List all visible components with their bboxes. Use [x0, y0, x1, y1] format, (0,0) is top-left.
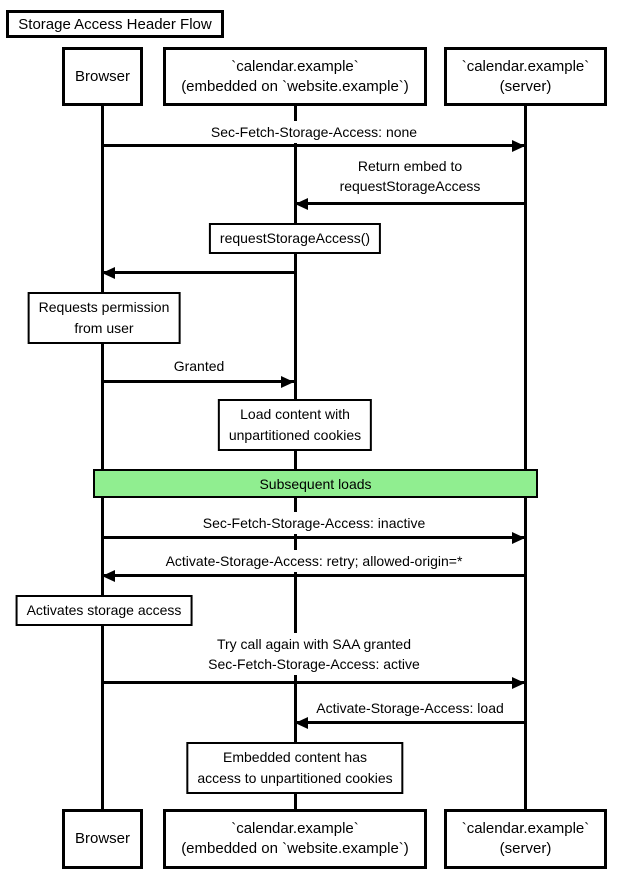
message-5-arrowhead-icon — [512, 531, 525, 544]
diagram-title-box: Storage Access Header Flow — [6, 10, 224, 38]
message-1-label: Sec-Fetch-Storage-Access: none — [206, 121, 422, 143]
lifeline-browser — [101, 106, 104, 809]
participant-browser-bottom: Browser — [62, 809, 143, 869]
participant-browser-label: Browser — [74, 67, 130, 85]
lifeline-embedded — [293, 106, 297, 809]
message-6-label: Activate-Storage-Access: retry; allowed-… — [161, 550, 467, 572]
participant-embedded-label-bottom: `calendar.example` (embedded on `website… — [181, 820, 409, 857]
divider-label: Subsequent loads — [259, 475, 372, 492]
message-7-arrowhead-icon — [512, 676, 525, 689]
participant-embedded-label: `calendar.example` (embedded on `website… — [181, 57, 409, 95]
message-5-line — [102, 536, 526, 539]
message-8-line — [295, 721, 526, 724]
participant-embedded-top: `calendar.example` (embedded on `website… — [163, 47, 427, 106]
message-8-label: Activate-Storage-Access: load — [312, 697, 508, 719]
message-4-arrowhead-icon — [281, 375, 294, 388]
message-5-label: Sec-Fetch-Storage-Access: inactive — [198, 512, 430, 534]
message-2-arrowhead-icon — [295, 197, 308, 210]
participant-browser-label-bottom: Browser — [74, 830, 130, 847]
message-7-line — [102, 681, 526, 684]
participant-embedded-bottom: `calendar.example` (embedded on `website… — [163, 809, 427, 869]
note-request-storage-access: requestStorageAccess() — [208, 223, 382, 254]
divider-subsequent-loads: Subsequent loads — [93, 469, 538, 498]
participant-server-label-bottom: `calendar.example` (server) — [461, 820, 590, 857]
message-2-label: Return embed to requestStorageAccess — [335, 155, 485, 197]
message-1-arrowhead-icon — [512, 139, 525, 152]
message-4-line — [102, 380, 294, 383]
diagram-title: Storage Access Header Flow — [18, 15, 212, 33]
message-6-line — [102, 574, 526, 577]
message-3-arrowhead-icon — [102, 266, 115, 279]
lifeline-server — [524, 106, 527, 809]
message-8-arrowhead-icon — [295, 716, 308, 729]
message-4-label: Granted — [169, 355, 229, 377]
participant-server-label: `calendar.example` (server) — [461, 57, 590, 95]
note-requests-permission: Requests permission from user — [27, 292, 181, 344]
message-7-label: Try call again with SAA granted Sec-Fetc… — [204, 633, 424, 675]
participant-server-top: `calendar.example` (server) — [444, 47, 607, 106]
participant-server-bottom: `calendar.example` (server) — [444, 809, 607, 869]
note-embedded-content-access: Embedded content has access to unpartiti… — [186, 742, 404, 794]
message-1-line — [102, 144, 526, 147]
message-6-arrowhead-icon — [102, 569, 115, 582]
message-3-line — [102, 271, 294, 274]
message-2-line — [295, 202, 526, 205]
participant-browser-top: Browser — [62, 47, 143, 106]
note-activates-storage-access: Activates storage access — [15, 595, 193, 626]
note-load-content: Load content with unpartitioned cookies — [217, 399, 373, 451]
